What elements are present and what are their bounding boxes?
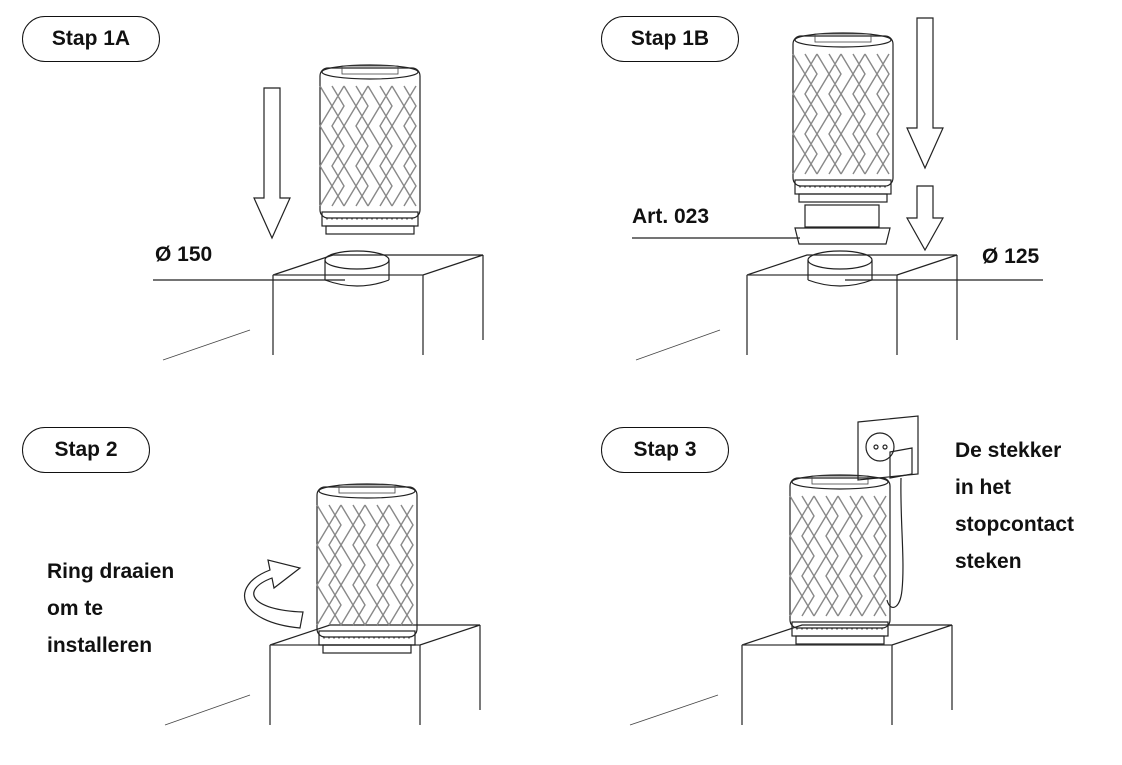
down-arrow-icon [906,17,944,169]
step-1b-badge: Stap 1B [601,16,739,62]
step-1a-label: Stap 1A [51,27,131,50]
filter-canister-1b [792,32,894,203]
step-1b-label: Stap 1B [630,27,710,50]
diameter-150-label: Ø 150 [155,243,213,266]
step-3-instruction-line-4: steken [955,550,1022,573]
step-1a-badge: Stap 1A [22,16,160,62]
wall-socket-icon [857,415,919,481]
step-2-label: Stap 2 [54,438,118,461]
plug-icon [886,447,913,608]
step-2-badge: Stap 2 [22,427,150,473]
step-3-instruction-line-2: in het [955,476,1011,499]
diameter-125-label: Ø 125 [982,245,1040,268]
step-1a-scene [153,64,484,361]
step-2-instruction-line-2: om te [47,597,104,620]
step-3-instruction-line-3: stopcontact [955,513,1075,536]
step-3-badge: Stap 3 [601,427,729,473]
step-1b-scene [632,17,1043,361]
step-2-instruction-line-3: installeren [47,634,153,657]
step-3-instruction-line-1: De stekker [955,439,1062,462]
down-arrow-icon [905,185,945,252]
step-2-instruction-line-1: Ring draaien [47,560,175,583]
down-arrow-icon [253,87,291,239]
filter-canister-2 [316,483,418,654]
step-3-scene [629,415,953,726]
step-3-label: Stap 3 [633,438,697,461]
rotate-arrow-icon [244,559,304,629]
filter-canister-1a [319,64,421,235]
filter-canister-3 [789,474,891,645]
article-023-label: Art. 023 [632,205,710,228]
step-2-scene [164,483,481,726]
